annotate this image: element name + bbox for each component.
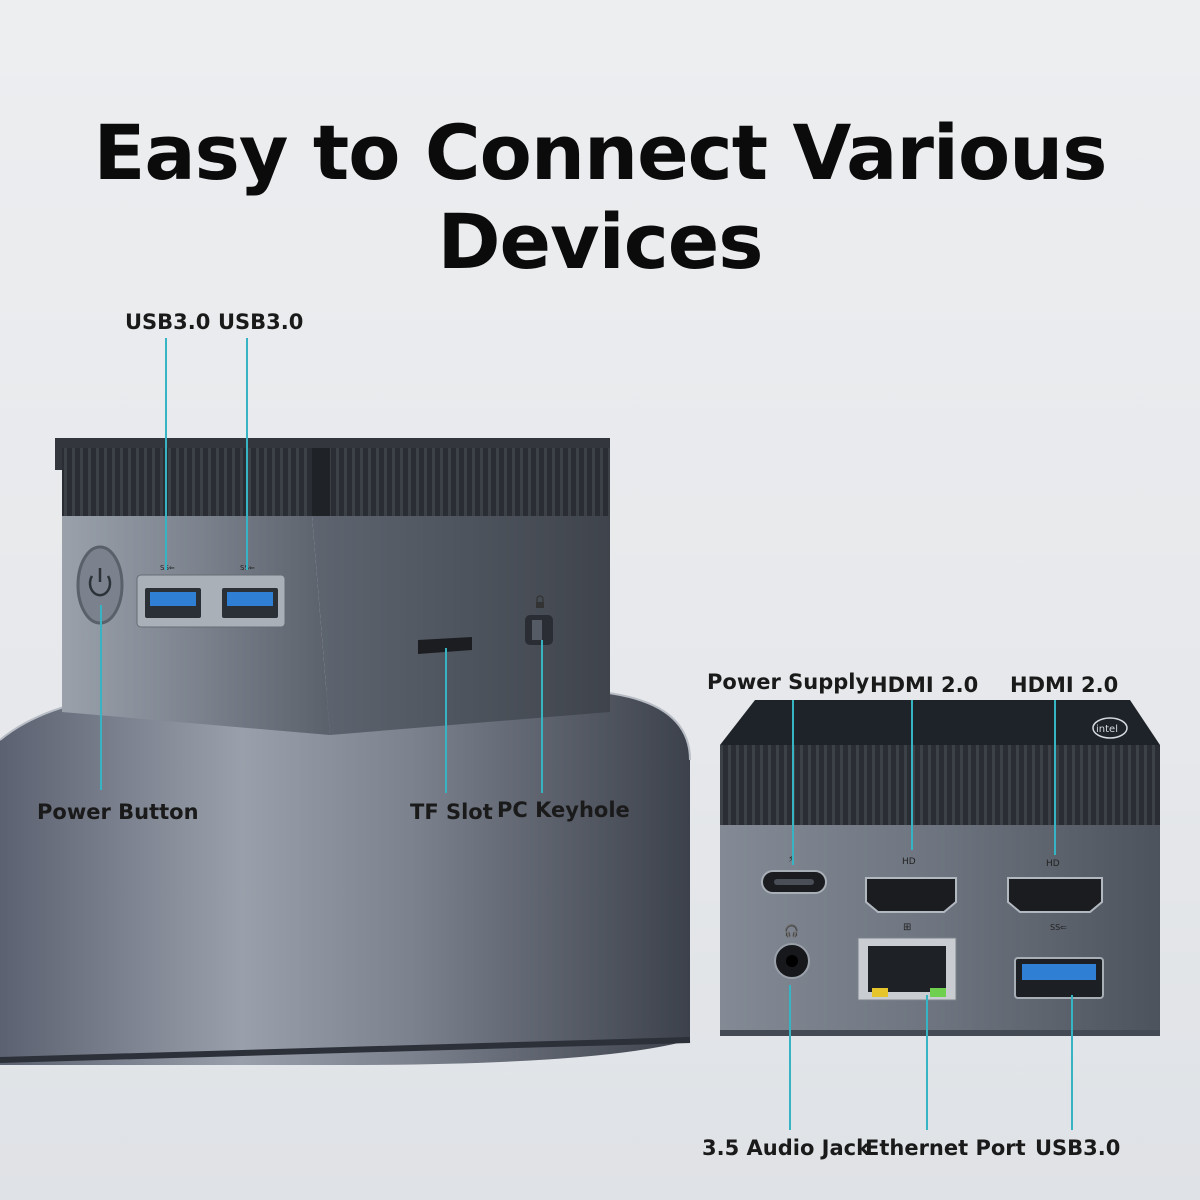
hdmi-2-leader [1054, 700, 1056, 855]
svg-text:HD: HD [902, 857, 916, 867]
power-button-leader [100, 605, 102, 790]
svg-text:intel: intel [1096, 724, 1118, 735]
usb-port-icon[interactable] [222, 588, 278, 618]
label-power-supply: Power Supply [707, 670, 870, 694]
usb-c-port-icon[interactable] [761, 870, 827, 894]
svg-text:SS⇐: SS⇐ [160, 564, 175, 572]
label-pc-keyhole: PC Keyhole [497, 798, 630, 822]
svg-text:SS⇐: SS⇐ [1050, 923, 1067, 932]
audio-jack-icon[interactable] [774, 943, 810, 979]
svg-text:HD: HD [1046, 859, 1060, 869]
usb-rear-leader [1071, 995, 1073, 1130]
lock-icon [536, 595, 544, 608]
svg-text:🎧: 🎧 [784, 924, 799, 938]
page-title: Easy to Connect Various Devices [93, 108, 1107, 286]
label-audio-jack: 3.5 Audio Jack [702, 1136, 871, 1160]
hdmi-1-leader [911, 700, 913, 850]
power-icon [88, 568, 112, 597]
tf-slot-leader [445, 648, 447, 793]
label-ethernet-port: Ethernet Port [865, 1136, 1026, 1160]
svg-text:⊞: ⊞ [903, 922, 911, 933]
label-hdmi-1: HDMI 2.0 [870, 673, 979, 697]
svg-text:⚡: ⚡ [788, 854, 795, 865]
hdmi-port-icon[interactable] [1007, 877, 1103, 913]
label-hdmi-2: HDMI 2.0 [1010, 673, 1119, 697]
usb-right-leader [246, 338, 248, 570]
display-pedestal [0, 689, 691, 1065]
label-usb-front-left: USB3.0 [125, 310, 211, 334]
label-usb-rear: USB3.0 [1035, 1136, 1121, 1160]
usb-port-icon[interactable] [145, 588, 201, 618]
hdmi-port-icon[interactable] [865, 877, 957, 913]
label-power-button: Power Button [37, 800, 199, 824]
label-tf-slot: TF Slot [410, 800, 493, 824]
mini-pc-front-view: SS⇐ SS⇐ [55, 438, 610, 735]
usb-port-icon[interactable] [1014, 957, 1104, 999]
intel-logo: intel [1092, 717, 1128, 739]
usb-left-leader [165, 338, 167, 570]
pc-keyhole-leader [541, 640, 543, 793]
label-usb-front-right: USB3.0 [218, 310, 304, 334]
mini-pc-rear-view: intel ⚡ HD HD 🎧 ⊞ [720, 700, 1160, 1036]
pc-keyhole[interactable] [525, 615, 553, 645]
ethernet-port-icon[interactable] [857, 937, 957, 1001]
audio-jack-leader [789, 985, 791, 1130]
ethernet-leader [926, 995, 928, 1130]
tf-slot[interactable] [418, 637, 472, 654]
power-supply-leader [792, 700, 794, 865]
